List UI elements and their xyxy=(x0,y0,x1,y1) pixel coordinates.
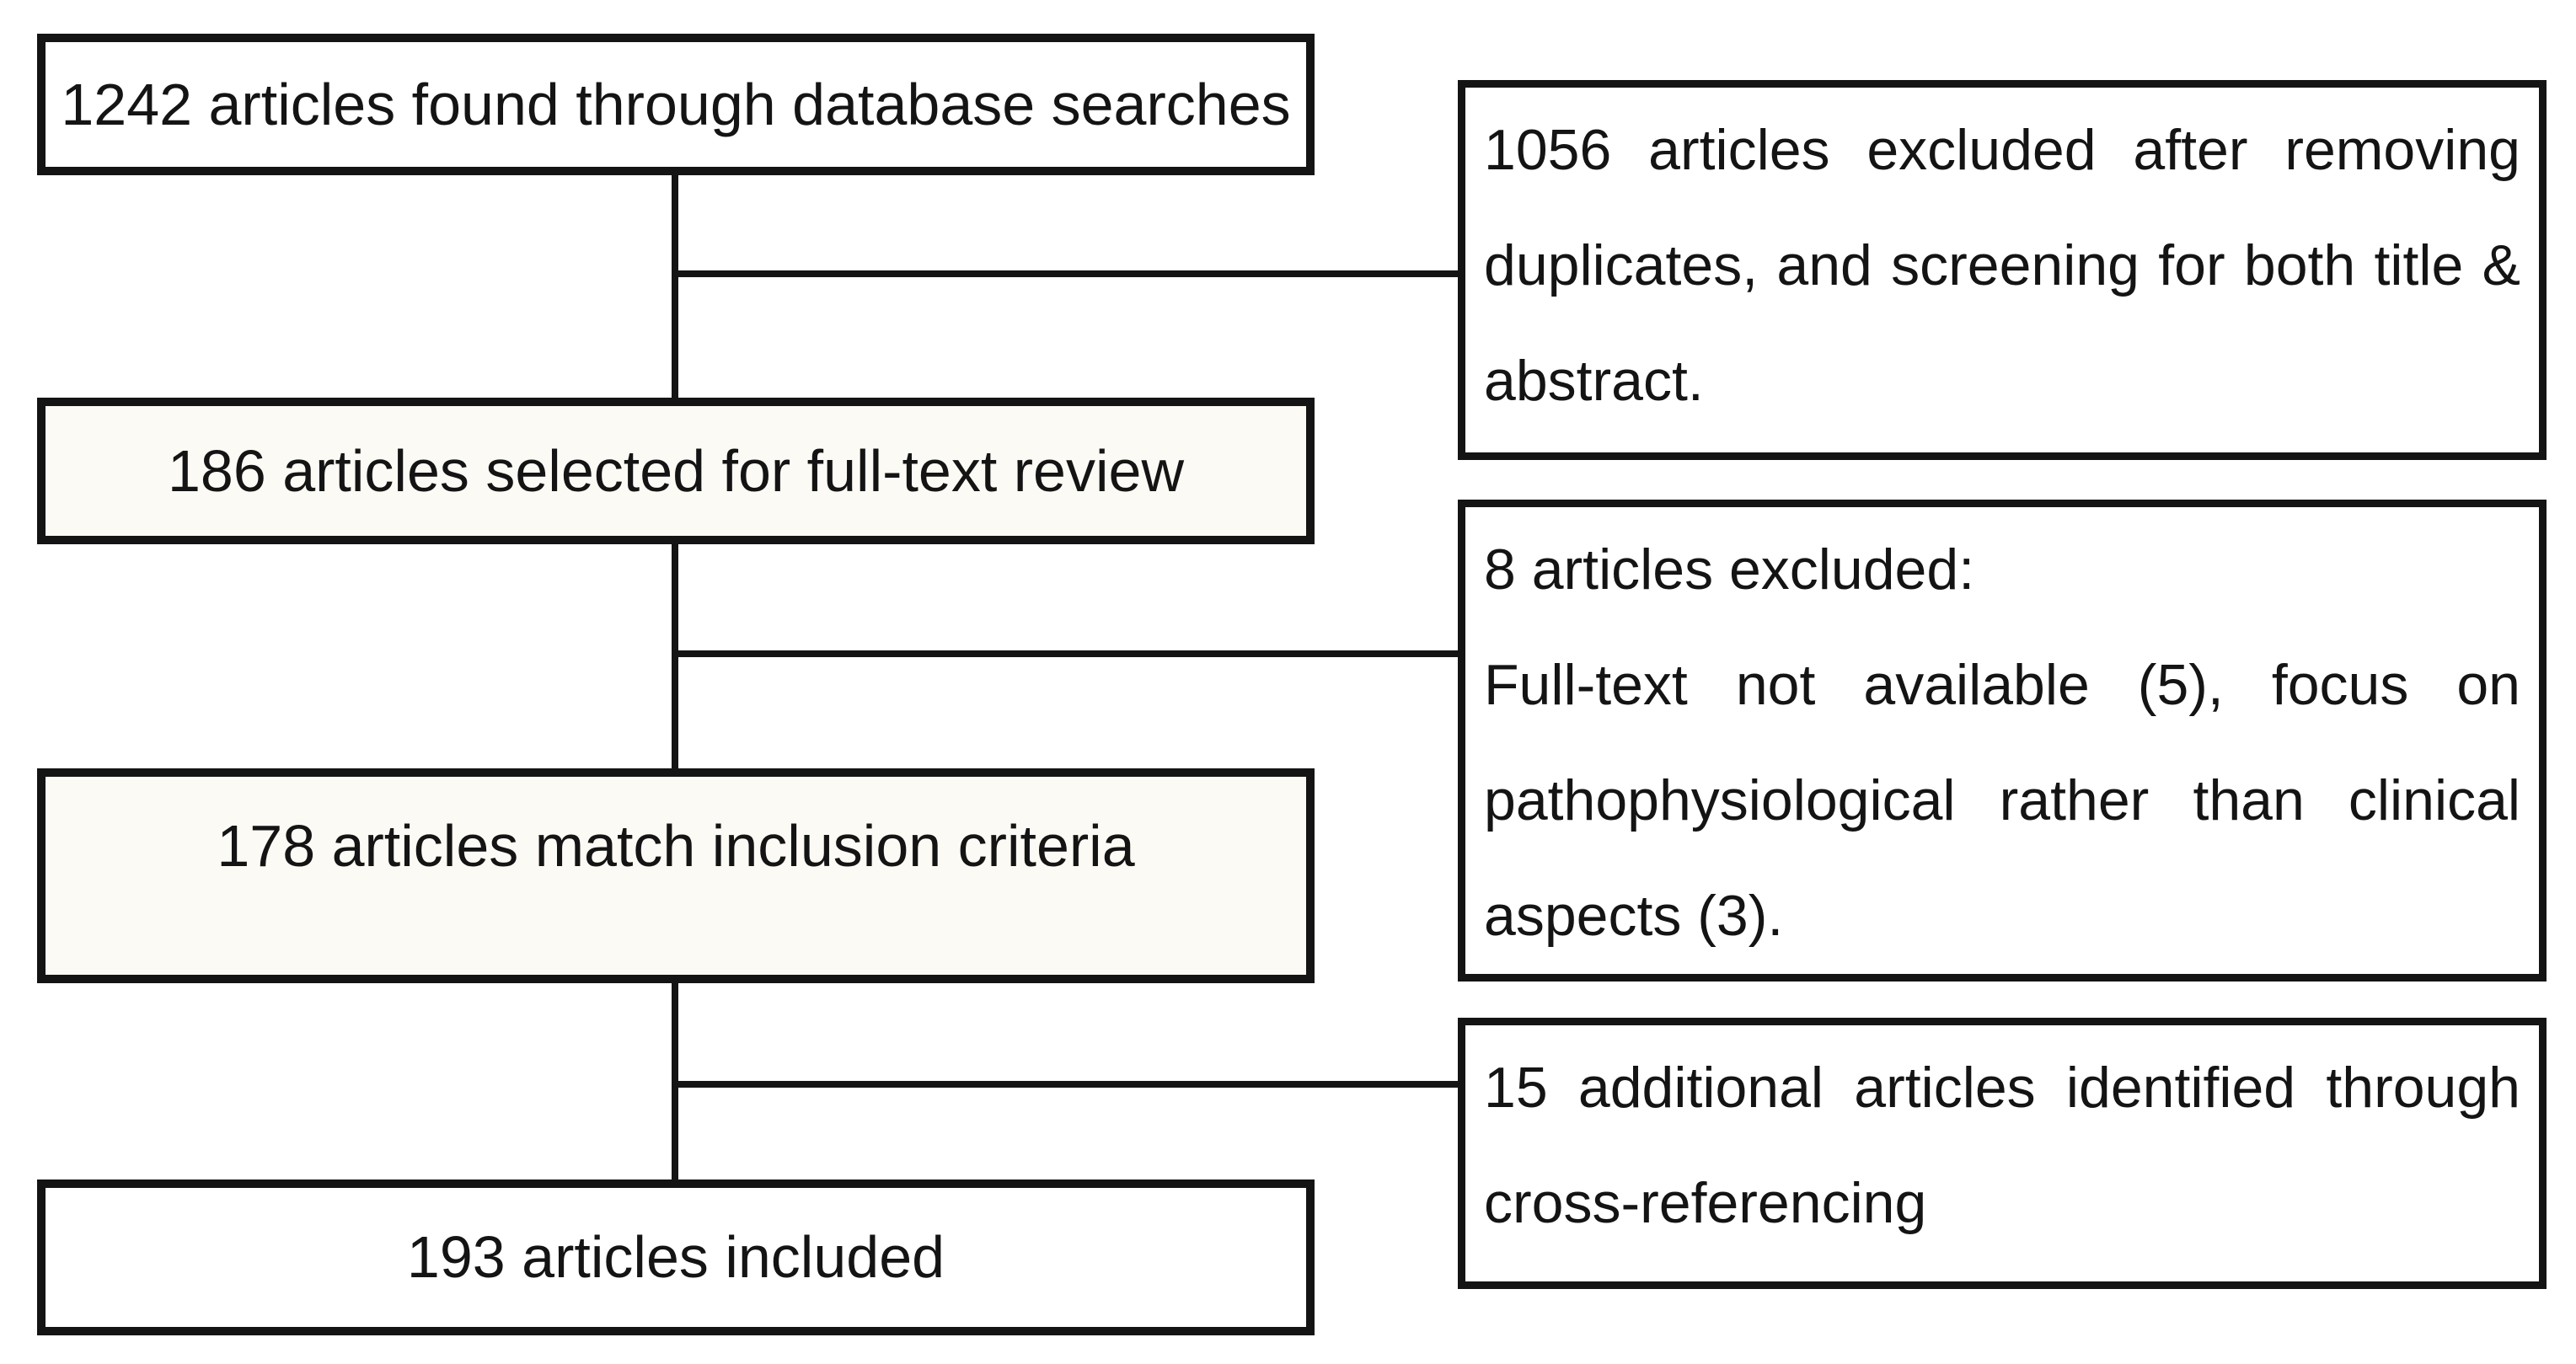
flow-box-inclusion-criteria: 178 articles match inclusion criteria xyxy=(37,768,1315,983)
connector-vertical-1 xyxy=(672,175,678,398)
side-box-cross-referencing: 15 additional articles identified throug… xyxy=(1458,1018,2547,1289)
flow-box-inclusion-criteria-label: 178 articles match inclusion criteria xyxy=(217,813,1135,880)
flow-box-full-text-review: 186 articles selected for full-text revi… xyxy=(37,398,1315,544)
side-box-excluded-full-text-heading: 8 articles excluded: xyxy=(1484,538,1975,602)
connector-branch-1 xyxy=(675,270,1458,277)
flow-box-database-search: 1242 articles found through database sea… xyxy=(37,34,1315,175)
side-box-excluded-screening: 1056 articles excluded after removing du… xyxy=(1458,80,2547,460)
flow-box-included: 193 articles included xyxy=(37,1179,1315,1335)
side-box-excluded-screening-text: 1056 articles excluded after removing du… xyxy=(1484,118,2520,413)
side-box-excluded-full-text-detail: Full-text not available (5), focus on pa… xyxy=(1484,653,2520,948)
flow-box-database-search-label: 1242 articles found through database sea… xyxy=(61,71,1291,137)
connector-branch-2 xyxy=(675,650,1458,657)
connector-branch-3 xyxy=(675,1081,1458,1088)
side-box-cross-referencing-text: 15 additional articles identified throug… xyxy=(1484,1056,2520,1235)
side-box-excluded-full-text: 8 articles excluded: Full-text not avail… xyxy=(1458,500,2547,982)
flow-box-included-label: 193 articles included xyxy=(406,1224,945,1291)
flow-box-full-text-review-label: 186 articles selected for full-text revi… xyxy=(167,437,1185,504)
